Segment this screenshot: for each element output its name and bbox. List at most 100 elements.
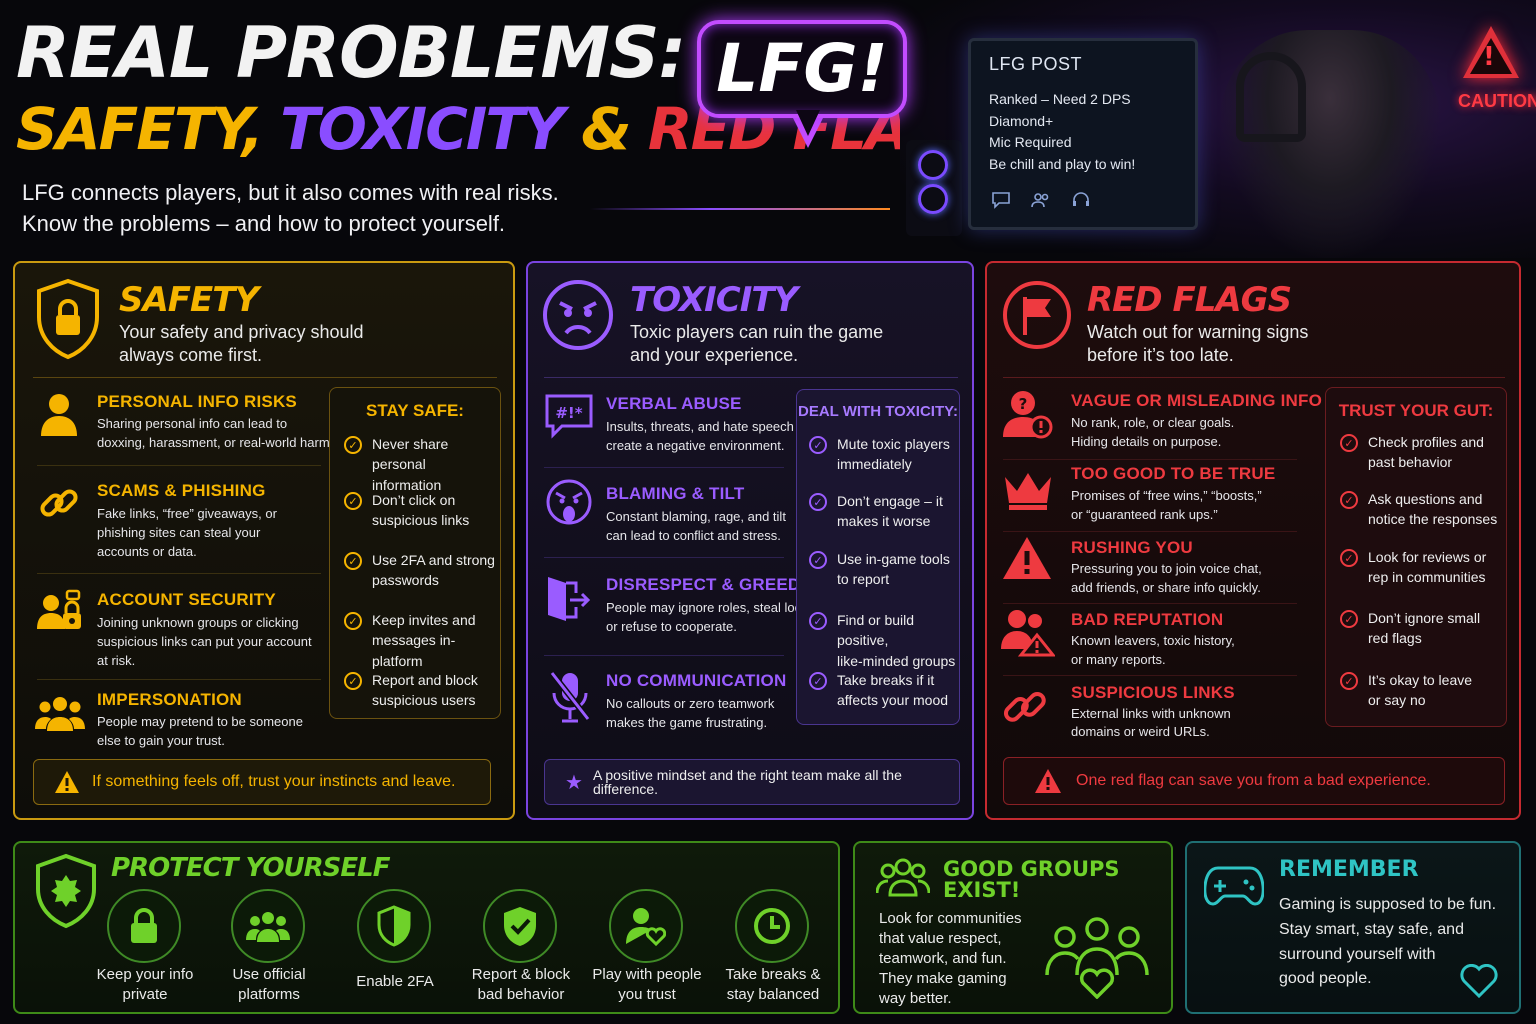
tip-text: immediately	[837, 456, 912, 473]
red-flags-panel: RED FLAGS Watch out for warning signs be…	[985, 261, 1521, 820]
item-desc: No rank, role, or clear goals.	[1071, 415, 1235, 430]
divider	[544, 377, 958, 378]
toxicity-sub-2: and your experience.	[630, 345, 799, 365]
tip-text: or say no	[1368, 692, 1426, 709]
item-desc: Joining unknown groups or clicking	[97, 615, 299, 630]
good-groups-title: GOOD GROUPS EXIST!	[943, 857, 1120, 902]
warning-icon	[1001, 535, 1053, 581]
tips-title: TRUST YOUR GUT:	[1338, 401, 1494, 420]
item-desc: or refuse to cooperate.	[606, 619, 737, 634]
item-title: VAGUE OR MISLEADING INFO	[1071, 391, 1322, 410]
protect-label-text: private	[122, 986, 168, 1004]
svg-text:?: ?	[1019, 395, 1028, 413]
item-desc: suspicious links can put your account	[97, 634, 312, 649]
person-heart-icon	[626, 908, 666, 946]
header-divider	[590, 208, 890, 210]
tip-item: ✓Find or build positive,like-minded grou…	[809, 610, 959, 671]
group-icon	[35, 693, 85, 733]
safety-panel: SAFETY Your safety and privacy should al…	[13, 261, 515, 820]
item-title: TOO GOOD TO BE TRUE	[1071, 464, 1276, 483]
item-desc: can lead to conflict and stress.	[606, 528, 781, 543]
shield-check-icon	[504, 907, 536, 946]
protect-label-text: Play with people	[592, 966, 702, 983]
tip-text: past behavior	[1368, 454, 1453, 471]
check-icon: ✓	[809, 493, 827, 511]
tip-text: rep in communities	[1368, 569, 1486, 586]
check-icon: ✓	[1340, 434, 1358, 452]
chat-icon	[991, 191, 1011, 213]
good-groups-line: way better.	[879, 990, 952, 1008]
item-desc: makes the game frustrating.	[606, 715, 768, 730]
good-groups-line: They make gaming	[879, 970, 1007, 988]
angry-face-icon	[544, 477, 594, 531]
tip-text: Check profiles and	[1368, 434, 1484, 450]
caution-exclamation: !	[1483, 42, 1495, 72]
item-desc: create a negative environment.	[606, 438, 785, 453]
gamepad-icon	[1203, 863, 1265, 907]
separator	[37, 573, 321, 574]
check-icon: ✓	[809, 551, 827, 569]
item-desc: External links with unknown	[1071, 706, 1231, 721]
protect-circle	[107, 889, 181, 963]
tip-text: Ask questions and	[1368, 491, 1483, 507]
item-desc: at risk.	[97, 653, 136, 668]
item-desc: No callouts or zero teamwork	[606, 696, 775, 711]
remember-title: REMEMBER	[1279, 857, 1419, 882]
toxicity-sub-1: Toxic players can ruin the game	[630, 322, 884, 342]
speech-bubble-tail-inner	[796, 110, 820, 136]
item-desc: Sharing personal info can lead to	[97, 416, 288, 431]
remember-panel: REMEMBER Gaming is supposed to be fun. S…	[1185, 841, 1521, 1014]
remember-line: Stay smart, stay safe, and	[1279, 920, 1464, 938]
protect-label-text: platforms	[238, 986, 300, 1004]
item-desc: or “guaranteed rank ups.”	[1071, 507, 1218, 522]
users-alert-icon	[999, 607, 1055, 657]
item-title: NO COMMUNICATION	[606, 671, 787, 690]
protect-label-text: Keep your info	[96, 966, 194, 983]
protect-label: Take breaks &stay balanced	[708, 965, 838, 1006]
good-groups-line: teamwork, and fun.	[879, 950, 1007, 968]
tip-text: notice the responses	[1368, 511, 1498, 528]
page-title: REAL PROBLEMS:	[16, 12, 686, 94]
item-desc: People may pretend to be someone	[97, 714, 303, 729]
caution-label: CAUTION	[1458, 91, 1536, 111]
toxicity-title: TOXICITY	[630, 280, 798, 320]
clock-icon	[754, 908, 790, 944]
item-title: DISRESPECT & GREED	[606, 575, 801, 594]
item-desc: add friends, or share info quickly.	[1071, 580, 1261, 595]
warning-icon	[1035, 769, 1061, 793]
tip-text: Find or build positive,	[837, 612, 915, 649]
separator	[544, 557, 784, 558]
protect-label-text: bad behavior	[477, 986, 565, 1004]
item-desc: or many reports.	[1071, 652, 1166, 667]
item-title: RUSHING YOU	[1071, 538, 1193, 557]
separator	[1003, 531, 1297, 532]
remember-line: Gaming is supposed to be fun.	[1279, 896, 1497, 913]
safety-sub-2: always come first.	[119, 345, 263, 365]
check-icon: ✓	[344, 436, 362, 454]
separator	[1003, 603, 1297, 604]
separator	[544, 467, 784, 468]
separator	[1003, 459, 1297, 460]
protect-label-text: Enable 2FA	[356, 973, 434, 990]
shield-badge-icon	[33, 853, 99, 929]
lfg-post-title: LFG POST	[989, 54, 1083, 74]
check-icon: ✓	[1340, 491, 1358, 509]
check-icon: ✓	[809, 672, 827, 690]
item-desc: Promises of “free wins,” “boosts,”	[1071, 488, 1262, 503]
crown-icon	[1001, 467, 1055, 511]
item-title: SCAMS & PHISHING	[97, 481, 266, 500]
item-desc: Insults, threats, and hate speech	[606, 419, 794, 434]
caution-icon-inner	[1470, 38, 1512, 74]
item-desc: phishing sites can steal your	[97, 525, 261, 540]
tips-title: DEAL WITH TOXICITY:	[798, 403, 958, 420]
remember-line: good people.	[1279, 970, 1372, 988]
footer-text: One red flag can save you from a bad exp…	[1076, 772, 1431, 789]
title-safety: SAFETY,	[16, 95, 264, 163]
